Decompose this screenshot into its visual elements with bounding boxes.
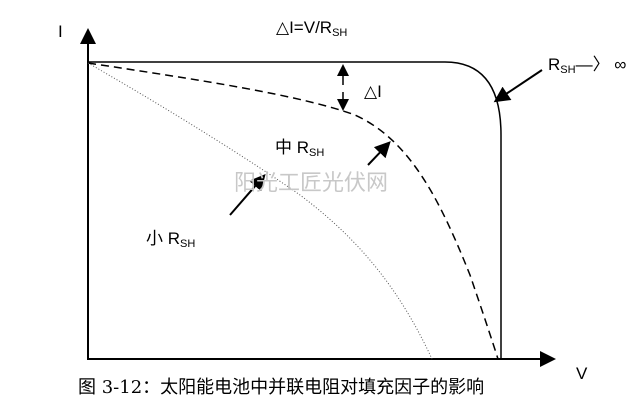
- label-small-rsh: 小 RSH: [146, 224, 195, 250]
- l3-sub: SH: [180, 238, 196, 250]
- label-infinite-rsh: RSH—〉 ∞: [548, 50, 626, 76]
- label-medium-rsh: 中 RSH: [275, 133, 324, 159]
- formula: △I=V/RSH: [276, 18, 347, 39]
- l1-sub: SH: [560, 64, 576, 76]
- l2: 中 R: [275, 138, 309, 157]
- l1-suffix: —〉 ∞: [575, 55, 627, 74]
- caption: 图 3-12：太阳能电池中并联电阻对填充因子的影响: [78, 377, 485, 398]
- arrow-medium: [367, 141, 391, 166]
- curve-infinite-rsh: [88, 61, 502, 359]
- formula-text: △I=V/R: [276, 18, 333, 37]
- l2-sub: SH: [309, 147, 325, 159]
- formula-sub: SH: [332, 27, 348, 39]
- curve-medium-rsh: [87, 62, 499, 360]
- arrow-infinite: [493, 69, 543, 103]
- curve-small-rsh: [87, 62, 433, 360]
- y-axis-label: I: [58, 22, 63, 41]
- l3: 小 R: [146, 229, 180, 248]
- l1: R: [548, 55, 561, 74]
- x-axis-label: V: [576, 364, 588, 383]
- label-delta-i: △I: [364, 82, 382, 101]
- watermark: 阳光工匠光伏网: [234, 171, 389, 196]
- arrow-small: [229, 173, 266, 216]
